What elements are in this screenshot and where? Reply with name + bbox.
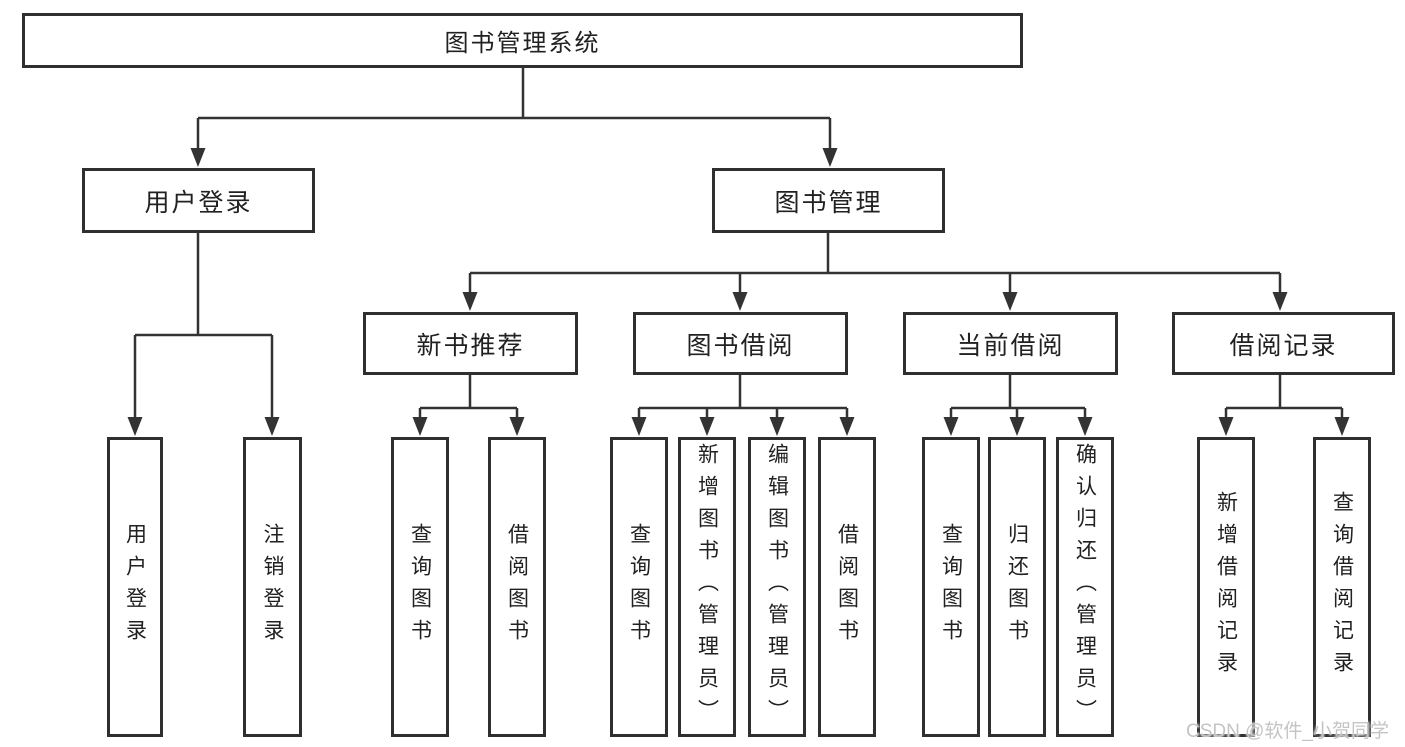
node-label: 图书管理系统 [444,30,601,57]
leaf-query-books-borrowing: 查询图书 [610,437,668,737]
leaf-add-borrow-record: 新增借阅记录 [1197,437,1255,737]
leaf-query-borrow-record: 查询借阅记录 [1313,437,1371,737]
leaf-label: 借阅图书 [835,523,859,651]
leaf-borrow-books: 借阅图书 [818,437,876,737]
leaf-logout: 注销登录 [243,437,302,737]
node-label: 新书推荐 [416,331,525,360]
leaf-label: 新增图书（管理员） [695,443,719,731]
csdn-watermark: CSDN @软件_小贺同学 [1186,721,1389,742]
node-label: 用户登录 [144,188,253,217]
node-book-borrowing: 图书借阅 [633,312,848,375]
leaf-query-books-current: 查询图书 [922,437,980,737]
leaf-label: 注销登录 [261,523,284,651]
node-label: 图书借阅 [686,331,795,360]
node-current-borrowing: 当前借阅 [903,312,1118,375]
leaf-label: 借阅图书 [505,523,529,651]
arrowhead-icons [127,148,1350,436]
leaf-label: 新增借阅记录 [1214,491,1238,683]
node-book-management: 图书管理 [712,168,945,233]
node-label: 当前借阅 [956,331,1065,360]
leaf-edit-books-admin: 编辑图书（管理员） [748,437,806,737]
leaf-label: 查询借阅记录 [1330,491,1354,683]
leaf-user-login: 用户登录 [107,437,163,737]
node-borrowing-records: 借阅记录 [1172,312,1395,375]
leaf-label: 用户登录 [123,523,147,651]
leaf-add-books-admin: 新增图书（管理员） [678,437,736,737]
leaf-label: 查询图书 [627,523,651,651]
leaf-confirm-return-admin: 确认归还（管理员） [1056,437,1114,737]
leaf-label: 归还图书 [1005,523,1029,651]
leaf-label: 查询图书 [408,523,432,651]
node-new-book-recommendation: 新书推荐 [363,312,578,375]
leaf-label: 编辑图书（管理员） [765,443,789,731]
leaf-return-books: 归还图书 [988,437,1046,737]
leaf-label: 确认归还（管理员） [1073,443,1097,731]
node-user-login: 用户登录 [82,168,315,233]
node-library-management-system: 图书管理系统 [22,13,1023,68]
node-label: 图书管理 [774,188,883,217]
node-label: 借阅记录 [1229,331,1338,360]
leaf-query-books-recommend: 查询图书 [391,437,449,737]
leaf-borrow-books-recommend: 借阅图书 [488,437,546,737]
leaf-label: 查询图书 [939,523,963,651]
